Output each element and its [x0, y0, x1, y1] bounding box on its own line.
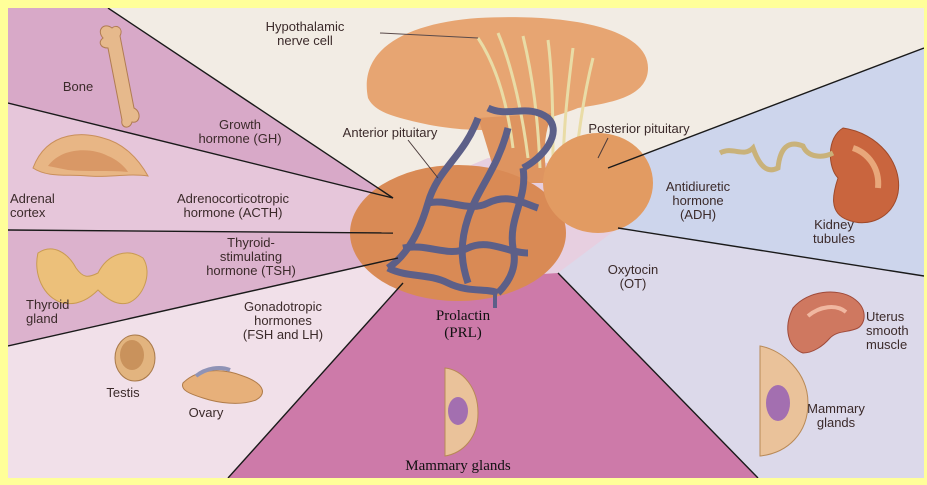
- label-oxytocin: Oxytocin (OT): [588, 263, 678, 291]
- label-mammary-right: Mammary glands: [796, 402, 876, 430]
- label-kidney: Kidney tubules: [794, 218, 874, 246]
- label-hypothalamic: Hypothalamic nerve cell: [240, 20, 370, 48]
- label-prolactin: Prolactin (PRL): [418, 308, 508, 342]
- label-mammary-center: Mammary glands: [378, 458, 538, 475]
- label-posterior: Posterior pituitary: [564, 122, 714, 136]
- label-adrenal: Adrenal cortex: [10, 192, 80, 220]
- pituitary-diagram: [8, 8, 924, 478]
- label-tsh: Thyroid- stimulating hormone (TSH): [186, 236, 316, 278]
- diagram-panel: Hypothalamic nerve cell Bone Growth horm…: [8, 8, 924, 478]
- label-acth: Adrenocorticotropic hormone (ACTH): [148, 192, 318, 220]
- label-ovary: Ovary: [176, 406, 236, 420]
- label-testis: Testis: [98, 386, 148, 400]
- posterior-pituitary: [543, 133, 653, 233]
- testis-illustration: [115, 335, 155, 381]
- label-adh: Antidiuretic hormone (ADH): [648, 180, 748, 222]
- label-anterior: Anterior pituitary: [320, 126, 460, 140]
- label-bone: Bone: [48, 80, 108, 94]
- label-uterus: Uterus smooth muscle: [866, 310, 924, 352]
- label-thyroid: Thyroid gland: [26, 298, 106, 326]
- label-gh: Growth hormone (GH): [170, 118, 310, 146]
- label-gonado: Gonadotropic hormones (FSH and LH): [218, 300, 348, 342]
